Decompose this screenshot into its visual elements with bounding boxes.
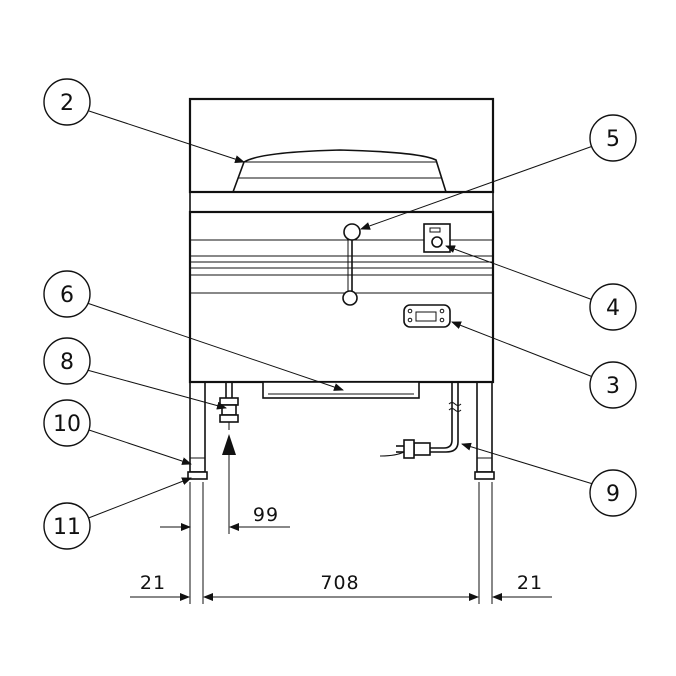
callouts: 2 5 4 6 3 8 10 9 [43, 78, 637, 550]
plug [413, 442, 431, 456]
drain-tray [262, 381, 420, 399]
top-shelf [189, 191, 494, 213]
pot [232, 149, 447, 193]
inlet-valve [219, 397, 239, 406]
callout-6-label: 6 [60, 283, 74, 308]
power-cord [430, 382, 453, 449]
callout-11-label: 11 [53, 515, 81, 540]
callout-3-label: 3 [606, 374, 620, 399]
dim-width-between: 708 [320, 572, 359, 594]
callout-3: 3 [589, 361, 637, 409]
callout-9: 9 [589, 469, 637, 517]
dimensions: 99 21 708 21 [130, 482, 552, 604]
callout-9-label: 9 [606, 482, 620, 507]
callout-4-label: 4 [606, 296, 620, 321]
lever-knob-top [343, 223, 361, 241]
control-panel [403, 304, 451, 328]
callout-10-label: 10 [53, 412, 81, 437]
dim-left-leg: 21 [140, 572, 166, 594]
inlet-arrow [222, 434, 236, 455]
callout-8: 8 [43, 337, 91, 385]
machine-body [187, 97, 495, 480]
leader-lines [85, 110, 594, 520]
switch-button [431, 236, 443, 248]
lever-knob-bottom [342, 290, 358, 306]
right-foot [474, 471, 495, 480]
callout-11: 11 [43, 502, 91, 550]
callout-5: 5 [589, 114, 637, 162]
callout-2: 2 [43, 78, 91, 126]
callout-10: 10 [43, 399, 91, 447]
callout-5-label: 5 [606, 127, 620, 152]
left-foot [187, 471, 208, 480]
dim-inlet-offset: 99 [253, 504, 279, 526]
callout-4: 4 [589, 283, 637, 331]
callout-6: 6 [43, 270, 91, 318]
callout-2-label: 2 [60, 91, 74, 116]
dim-right-leg: 21 [517, 572, 543, 594]
callout-8-label: 8 [60, 350, 74, 375]
